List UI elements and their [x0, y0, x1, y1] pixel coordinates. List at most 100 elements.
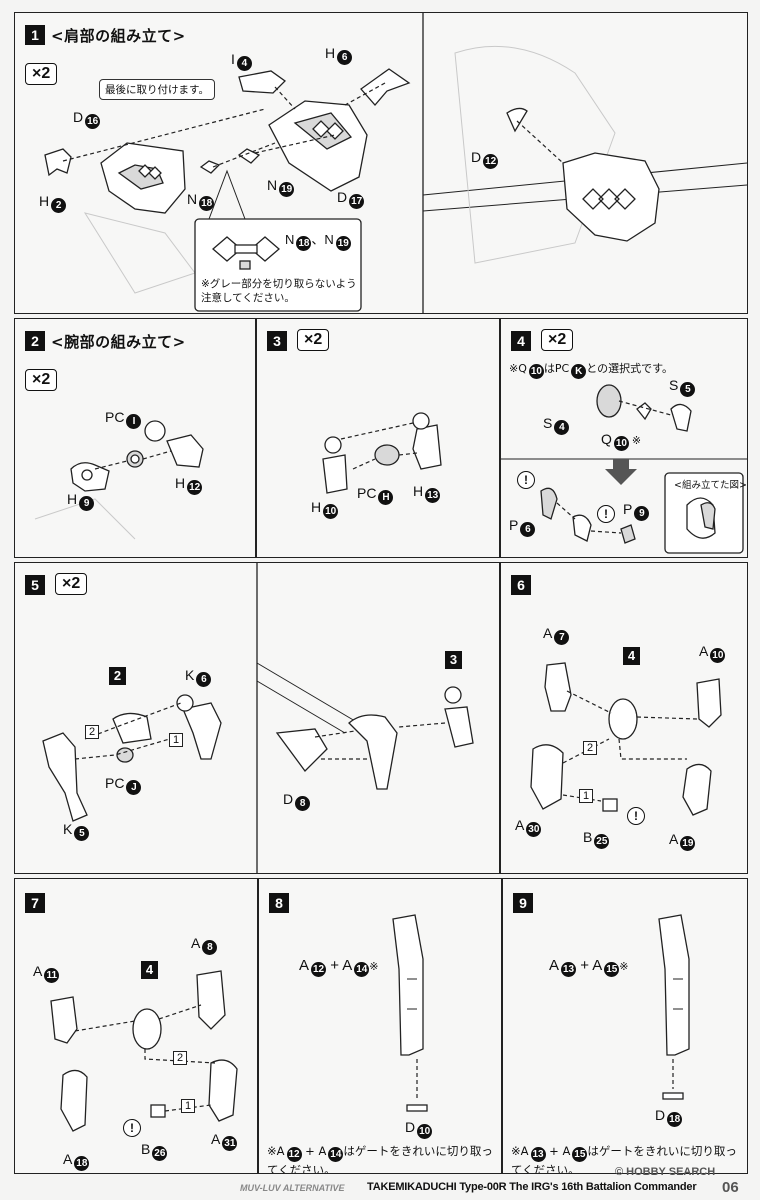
badge-b25: 25 [594, 834, 610, 849]
step4-times: ×2 [541, 329, 574, 351]
badge-h12: 12 [187, 480, 203, 495]
step1-number: 1 [25, 25, 45, 45]
step9-number: 9 [513, 893, 533, 913]
badge-n19: 19 [279, 182, 295, 197]
badge-k6: 6 [196, 672, 212, 687]
badge-q10: 10 [613, 436, 629, 451]
badge-h6: 6 [337, 50, 353, 65]
sub-step-4: 4 [623, 647, 640, 665]
badge-n18: 18 [199, 196, 215, 211]
step7-number: 7 [25, 893, 45, 913]
sub-step-2: 2 [109, 667, 126, 685]
step3-times: ×2 [297, 329, 330, 351]
assembled-caption: <組み立てた図> [674, 480, 747, 491]
order-1: 1 [579, 789, 593, 803]
footer-series: MUV-LUV ALTERNATIVE [240, 1183, 345, 1193]
badge-p6: 6 [520, 522, 536, 537]
badge-pc-i: I [126, 414, 142, 429]
sub-step-3: 3 [445, 651, 462, 669]
step6-drawing [530, 662, 722, 816]
step1-inset-note: ※グレー部分を切り取らないよう注意してください。 [201, 278, 357, 304]
badge-s4: 4 [554, 420, 570, 435]
step1-times: ×2 [25, 63, 58, 85]
badge-h2: 2 [51, 198, 67, 213]
badge-d18: 18 [667, 1112, 683, 1127]
page-number: 06 [722, 1179, 739, 1196]
warning-icon: ! [597, 505, 615, 523]
badge-a31: 31 [222, 1136, 238, 1151]
step2-times: ×2 [25, 369, 58, 391]
step5-number: 5 [25, 575, 45, 595]
step8-drawing [392, 914, 428, 1112]
badge-d10: 10 [417, 1124, 433, 1139]
warning-icon: ! [627, 807, 645, 825]
sub-step-4: 4 [141, 961, 158, 979]
warning-icon: ! [123, 1119, 141, 1137]
step6-number: 6 [511, 575, 531, 595]
badge-pc-h: H [378, 490, 394, 505]
badge-s5: 5 [680, 382, 696, 397]
order-2: 2 [173, 1051, 187, 1065]
badge-b26: 26 [152, 1146, 168, 1161]
step9-drawing [658, 914, 690, 1100]
badge-i4: 4 [236, 56, 252, 71]
order-1: 1 [181, 1099, 195, 1113]
step1-title: <肩部の組み立て> [51, 27, 186, 45]
step2-title: <腕部の組み立て> [51, 333, 186, 351]
badge-h10: 10 [323, 504, 339, 519]
step8-number: 8 [269, 893, 289, 913]
step3-number: 3 [267, 331, 287, 351]
badge-d8: 8 [295, 796, 311, 811]
step4-drawing [501, 384, 747, 554]
badge-a18: 18 [74, 1156, 90, 1171]
badge-a10: 10 [710, 648, 726, 663]
badge-d17: 17 [349, 194, 365, 209]
step5-drawing [42, 563, 474, 873]
step2-number: 2 [25, 331, 45, 351]
badge-d16: 16 [85, 114, 101, 129]
step2-drawing [34, 420, 204, 540]
badge-a8: 8 [202, 940, 218, 955]
badge-pc-j: J [126, 780, 142, 795]
footer-title: TAKEMIKADUCHI Type-00R The IRG's 16th Ba… [367, 1181, 697, 1193]
badge-a11: 11 [44, 968, 60, 983]
step4-number: 4 [511, 331, 531, 351]
badge-k5: 5 [74, 826, 90, 841]
badge-h9: 9 [79, 496, 95, 511]
badge-h13: 13 [425, 488, 441, 503]
badge-a30: 30 [526, 822, 542, 837]
